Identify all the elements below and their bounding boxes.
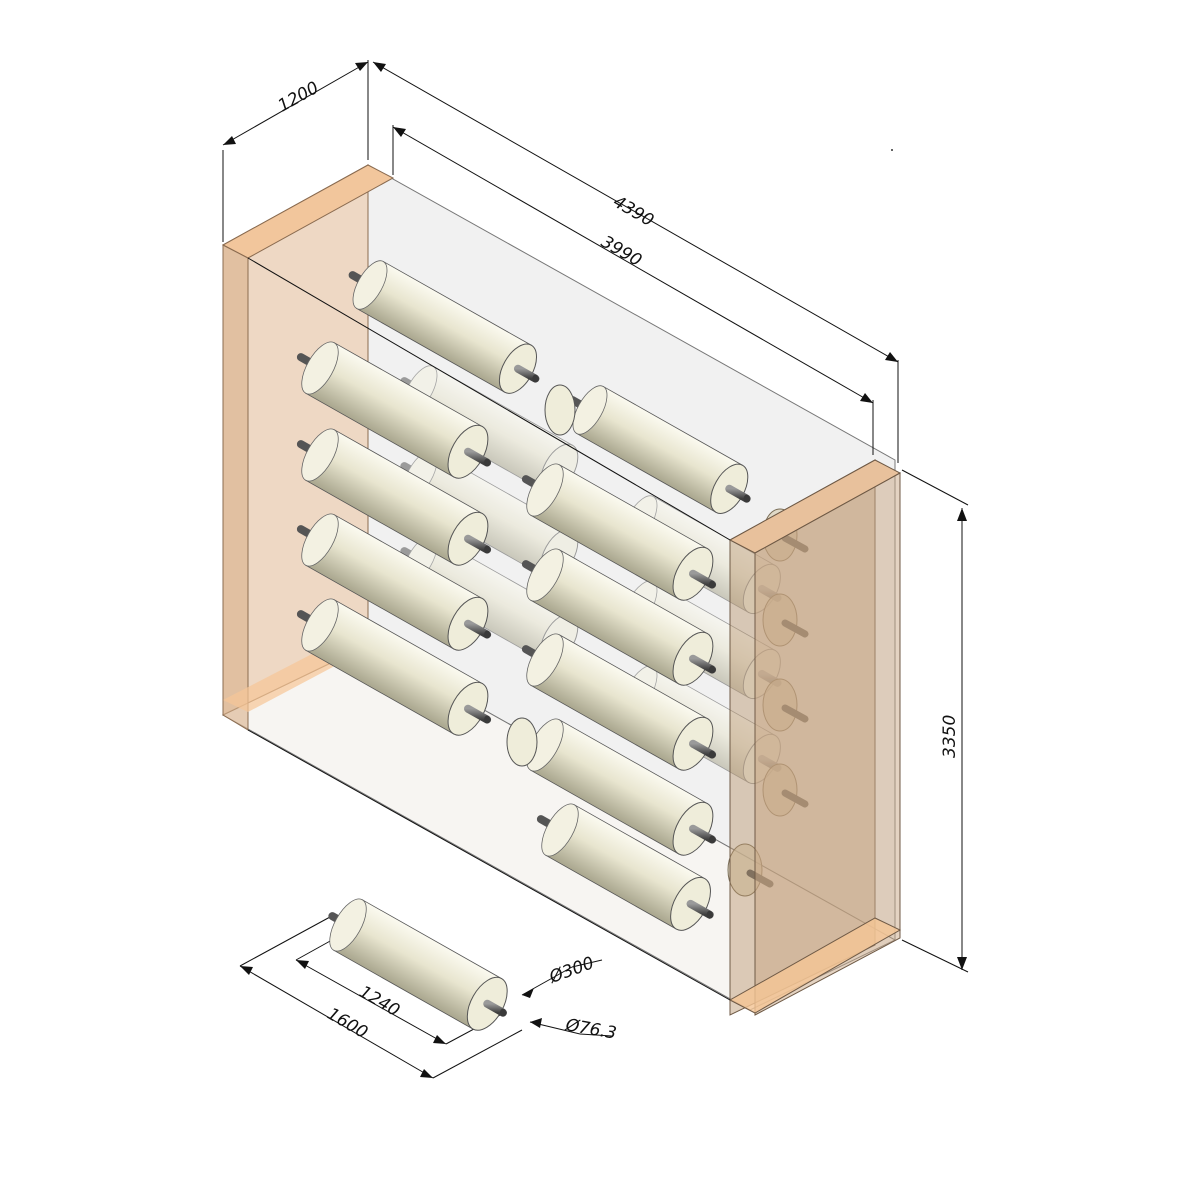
roller-left-4 <box>296 598 492 736</box>
shaft <box>688 739 717 759</box>
roller-right-2 <box>521 548 717 686</box>
shaft <box>463 619 492 639</box>
roller-stack <box>296 260 809 931</box>
drawing-dot <box>891 149 893 151</box>
shaft <box>513 364 540 383</box>
roll-total-length-label: 1600 <box>324 1004 371 1043</box>
roll-diameter-label: Ø300 <box>546 953 597 988</box>
outer-length-dimension-label: 4390 <box>610 192 657 231</box>
roller-right-3 <box>521 633 717 771</box>
roll-end <box>506 717 538 767</box>
height-dimension-label: 3350 <box>940 715 960 758</box>
depth-dimension-label: 1200 <box>275 78 323 116</box>
dimension-lines <box>222 60 969 1079</box>
shaft <box>463 534 492 554</box>
roller-left-1 <box>296 341 492 479</box>
shaft <box>686 899 714 919</box>
dimension-arrows <box>223 62 967 1078</box>
roller-right-1 <box>521 463 717 601</box>
roll-body-length-label: 1240 <box>356 982 403 1021</box>
sample-roll <box>328 898 508 1031</box>
shaft <box>688 824 717 844</box>
shaft <box>725 484 751 503</box>
shaft-diameter-label: Ø76.3 <box>563 1015 618 1044</box>
sample-roller <box>328 898 508 1031</box>
shaft <box>463 447 492 467</box>
inner-length-dimension-label: 3990 <box>598 232 645 271</box>
roller-left-2 <box>296 428 492 566</box>
shaft <box>688 569 717 589</box>
roller-bottom-right <box>536 803 714 931</box>
right-end-panel <box>728 459 902 1016</box>
shaft <box>463 704 492 724</box>
frame-front-edges <box>247 257 731 1001</box>
roller-left-3 <box>296 513 492 651</box>
shaft <box>688 654 717 674</box>
roll-end <box>544 384 576 436</box>
roller-top-left <box>348 260 540 394</box>
roller-top-right <box>568 385 751 514</box>
